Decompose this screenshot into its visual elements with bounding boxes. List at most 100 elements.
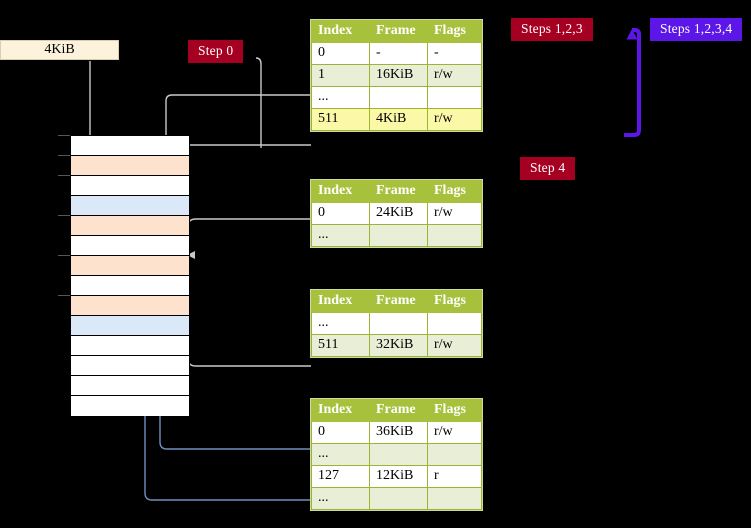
table-cell-flags: r/w bbox=[427, 108, 482, 131]
badge-steps-1-2-3: Steps 1,2,3 bbox=[512, 19, 592, 40]
memory-frame-row bbox=[71, 296, 189, 316]
table-cell-frame bbox=[369, 86, 428, 109]
table-cell-flags bbox=[427, 224, 482, 247]
table-cell-index: 511 bbox=[311, 108, 370, 131]
column-header-frame: Frame bbox=[369, 290, 428, 313]
table-row: ... bbox=[311, 86, 482, 109]
memory-tick bbox=[58, 175, 70, 176]
wire-pml4-row1 bbox=[165, 94, 311, 154]
wire-pt-row127 bbox=[137, 240, 311, 501]
column-header-index: Index bbox=[311, 20, 370, 43]
memory-frame-row bbox=[71, 336, 189, 356]
badge-step-0: Step 0 bbox=[189, 41, 243, 62]
table-cell-index: ... bbox=[311, 443, 370, 466]
table-cell-index: ... bbox=[311, 86, 370, 109]
table-cell-flags: r/w bbox=[427, 421, 482, 444]
memory-frame-row bbox=[71, 256, 189, 276]
table-cell-flags bbox=[427, 86, 482, 109]
memory-block-4kib: 4KiB bbox=[0, 40, 119, 60]
table-cell-frame: 24KiB bbox=[369, 202, 428, 225]
memory-tick bbox=[58, 135, 70, 136]
memory-frame-row bbox=[71, 276, 189, 296]
wire-pdpt-row0 bbox=[187, 218, 311, 259]
table-cell-index: ... bbox=[311, 487, 370, 510]
table-cell-frame bbox=[369, 487, 428, 510]
memory-frame-row bbox=[71, 216, 189, 236]
memory-frame-row bbox=[71, 236, 189, 256]
table-cell-flags: r/w bbox=[427, 202, 482, 225]
table-cell-frame: 16KiB bbox=[369, 64, 428, 87]
table-cell-frame: - bbox=[369, 42, 428, 65]
table-cell-index: ... bbox=[311, 224, 370, 247]
column-header-frame: Frame bbox=[369, 399, 428, 422]
column-header-index: Index bbox=[311, 290, 370, 313]
memory-tick bbox=[58, 295, 70, 296]
column-header-index: Index bbox=[311, 399, 370, 422]
memory-frame-row bbox=[71, 376, 189, 396]
table-cell-index: 127 bbox=[311, 465, 370, 488]
wire-4kib-to-memory bbox=[255, 57, 262, 148]
table-cell-frame: 32KiB bbox=[369, 334, 428, 357]
table-cell-frame: 12KiB bbox=[369, 465, 428, 488]
memory-block-label: 4KiB bbox=[44, 42, 75, 57]
column-header-flags: Flags bbox=[427, 180, 482, 203]
memory-frame-row bbox=[71, 156, 189, 176]
table-cell-flags: r/w bbox=[427, 334, 482, 357]
memory-frame-row bbox=[71, 316, 189, 336]
column-header-index: Index bbox=[311, 180, 370, 203]
column-header-frame: Frame bbox=[369, 20, 428, 43]
memory-tick bbox=[58, 215, 70, 216]
memory-frame-row bbox=[71, 396, 189, 416]
badge-step-4: Step 4 bbox=[521, 158, 575, 179]
table-cell-index: ... bbox=[311, 312, 370, 335]
table-cell-flags: - bbox=[427, 42, 482, 65]
table-cell-flags: r/w bbox=[427, 64, 482, 87]
wire-pml4-row511 bbox=[177, 144, 311, 153]
table-row: ... bbox=[311, 312, 482, 335]
table-row: ... bbox=[311, 443, 482, 466]
memory-frame-row bbox=[71, 356, 189, 376]
table-cell-frame bbox=[369, 312, 428, 335]
column-header-frame: Frame bbox=[369, 180, 428, 203]
table-cell-index: 1 bbox=[311, 64, 370, 87]
table-cell-flags: r bbox=[427, 465, 482, 488]
badge-steps-1-2-3-4: Steps 1,2,3,4 bbox=[651, 19, 742, 40]
table-row: ... bbox=[311, 487, 482, 510]
arrow-steps-1234 bbox=[624, 28, 641, 137]
table-row: 0-- bbox=[311, 42, 482, 65]
wire-pd-row511 bbox=[181, 314, 311, 367]
table-cell-index: 0 bbox=[311, 42, 370, 65]
memory-frame-row bbox=[71, 176, 189, 196]
table-cell-frame: 36KiB bbox=[369, 421, 428, 444]
physical-memory-column bbox=[70, 135, 190, 416]
table-cell-flags bbox=[427, 312, 482, 335]
table-cell-index: 0 bbox=[311, 202, 370, 225]
column-header-flags: Flags bbox=[427, 399, 482, 422]
table-row: ... bbox=[311, 224, 482, 247]
memory-tick bbox=[58, 155, 70, 156]
memory-frame-row bbox=[71, 136, 189, 156]
table-cell-index: 511 bbox=[311, 334, 370, 357]
table-cell-frame bbox=[369, 443, 428, 466]
table-cell-flags bbox=[427, 487, 482, 510]
memory-frame-row bbox=[71, 196, 189, 216]
table-cell-flags bbox=[427, 443, 482, 466]
table-cell-frame: 4KiB bbox=[369, 108, 428, 131]
column-header-flags: Flags bbox=[427, 290, 482, 313]
wire-pt-row0 bbox=[152, 320, 311, 450]
